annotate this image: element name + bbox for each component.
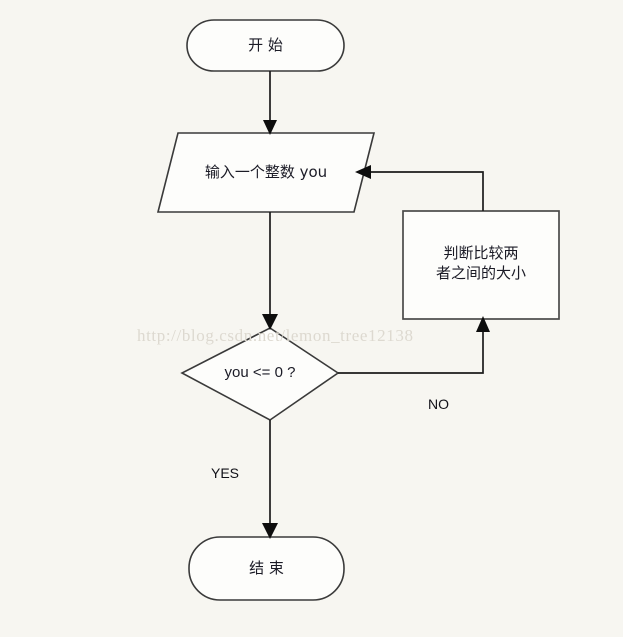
node-label-process: 判断比较两 者之间的大小 xyxy=(403,243,559,283)
edge-label-yes: YES xyxy=(211,465,240,481)
node-shape-end[interactable] xyxy=(188,536,345,601)
connector-start-to-input xyxy=(263,71,277,135)
connector-decision-yes-to-end xyxy=(262,420,278,539)
connector-decision-no-to-process xyxy=(338,316,490,374)
edge-label-no: NO xyxy=(428,396,449,412)
node-shape-process[interactable] xyxy=(402,210,560,320)
node-shape-input[interactable] xyxy=(156,132,376,213)
node-label-process-line-2: 者之间的大小 xyxy=(435,264,526,282)
node-shape-decision[interactable] xyxy=(180,327,340,421)
connector-input-to-decision xyxy=(262,212,278,330)
node-label-process-line-1: 判断比较两 xyxy=(443,244,519,262)
node-shape-start[interactable] xyxy=(186,19,345,72)
connector-process-to-input xyxy=(355,165,484,211)
